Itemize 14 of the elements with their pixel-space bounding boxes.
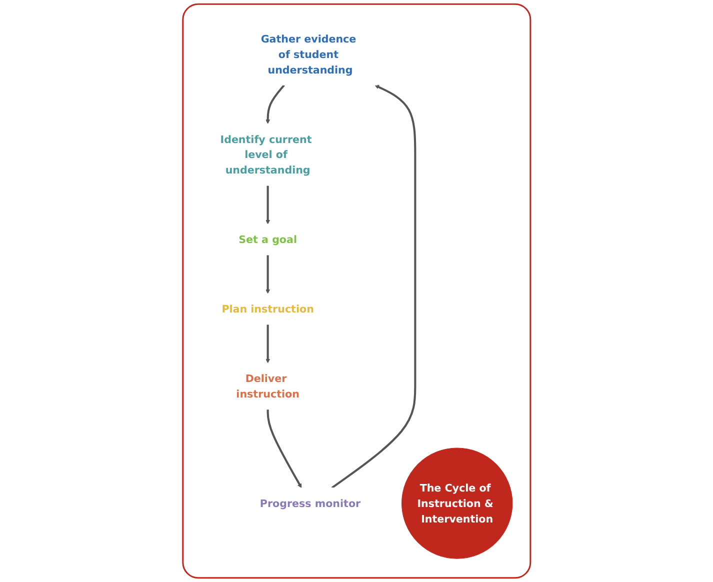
node-text: Gather evidence of student understanding <box>260 32 356 76</box>
arrow <box>266 409 302 488</box>
arrow <box>265 84 285 124</box>
arrow <box>265 254 270 294</box>
arrow <box>265 324 270 364</box>
node-text: Identify current level of understanding <box>220 133 312 176</box>
node-text: Plan instruction <box>222 302 314 316</box>
node-text: Deliver instruction <box>236 372 300 400</box>
node-circle: The Cycle of Instruction & Intervention <box>401 448 512 559</box>
node-text: Set a goal <box>238 233 297 246</box>
arrow <box>265 186 270 224</box>
node-text: Progress monitor <box>260 497 360 510</box>
arrow <box>331 84 416 489</box>
cluster <box>182 3 532 579</box>
